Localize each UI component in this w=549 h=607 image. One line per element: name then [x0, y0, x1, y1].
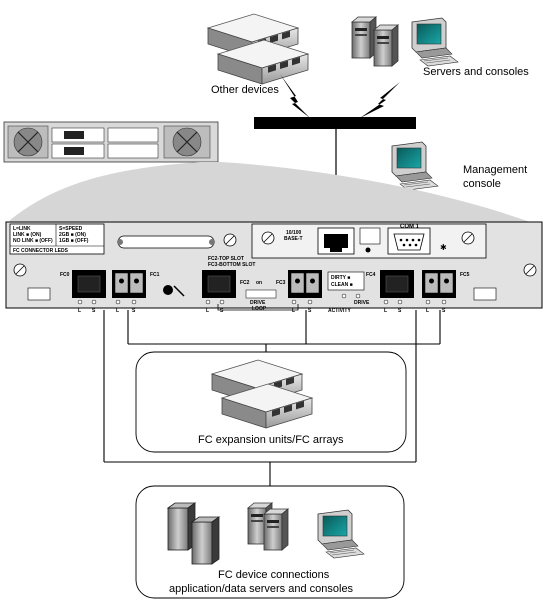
drive-loop-label-1: DRIVE — [250, 300, 266, 306]
drive-loop-label-2: LOOP — [252, 306, 267, 312]
legend-title: FC CONNECTOR LEDS — [13, 248, 68, 254]
fc-device-servers-icon — [166, 502, 365, 565]
legend-left-3: NO LINK ■ (OFF) — [13, 238, 53, 244]
clean-label: CLEAN ■ — [331, 282, 353, 288]
fc-expansion-label: FC expansion units/FC arrays — [198, 434, 344, 446]
servers-consoles-icon — [351, 16, 459, 67]
fc-connection-lines — [103, 310, 441, 486]
zoom-projection — [10, 162, 530, 222]
network-bus — [254, 117, 416, 129]
led-s-fc2: S — [220, 308, 224, 314]
legend-right-2: 2GB ■ (ON) — [59, 232, 86, 238]
servers-consoles-label: Servers and consoles — [423, 66, 529, 78]
legend-left-2: LINK ■ (ON) — [13, 232, 42, 238]
array-unit-thumbnail — [3, 121, 219, 163]
activity-label: ACTIVITY — [328, 308, 351, 314]
on-label: on — [256, 280, 263, 286]
slot-bottom-label: FC3-BOTTOM SLOT — [208, 262, 256, 268]
legend-right-3: 1GB ■ (OFF) — [59, 238, 89, 244]
led-s-fc1: S — [132, 308, 136, 314]
led-s-fc3: S — [308, 308, 312, 314]
led-s-fc5: S — [442, 308, 446, 314]
port-fc5-label: FC5 — [460, 272, 470, 278]
other-devices-icon — [207, 13, 309, 85]
led-s-fc0: S — [92, 308, 96, 314]
ethernet-label-2: BASE-T — [284, 236, 303, 242]
other-devices-label: Other devices — [211, 84, 279, 96]
slot-top-label: FC2-TOP SLOT — [208, 256, 244, 262]
led-l-fc5: L — [426, 308, 430, 314]
led-l-fc2: L — [206, 308, 210, 314]
lightning-bolt-left-icon — [280, 74, 310, 118]
led-s-fc4: S — [398, 308, 402, 314]
fc-device-label-line2: application/data servers and consoles — [169, 583, 354, 595]
port-fc1-label: FC1 — [150, 272, 160, 278]
ethernet-label-1: 10/100 — [286, 230, 302, 236]
legend-left-1: L=LINK — [13, 226, 31, 232]
fc-device-label-line1: FC device connections — [218, 569, 330, 581]
management-console-label-line2: console — [463, 178, 501, 190]
led-l-fc1: L — [116, 308, 120, 314]
dirty-label: DIRTY ■ — [331, 275, 351, 281]
management-console-icon — [391, 141, 439, 191]
port-fc4-label: FC4 — [366, 272, 376, 278]
port-fc3-label: FC3 — [276, 280, 286, 286]
led-l-fc3: L — [292, 308, 296, 314]
port-fc0-label: FC0 — [60, 272, 70, 278]
lightning-bolt-right-icon — [360, 82, 400, 118]
controller-panel: ✱ — [5, 221, 543, 311]
port-fc2-label: FC2 — [240, 280, 250, 286]
management-console-label-line1: Management — [463, 164, 528, 176]
legend-right-1: S=SPEED — [59, 226, 83, 232]
drive-label: DRIVE — [354, 300, 370, 306]
com-port-label: COM 1 — [400, 224, 420, 230]
led-l-fc0: L — [78, 308, 82, 314]
svg-text:✱: ✱ — [440, 243, 447, 252]
led-l-fc4: L — [384, 308, 388, 314]
